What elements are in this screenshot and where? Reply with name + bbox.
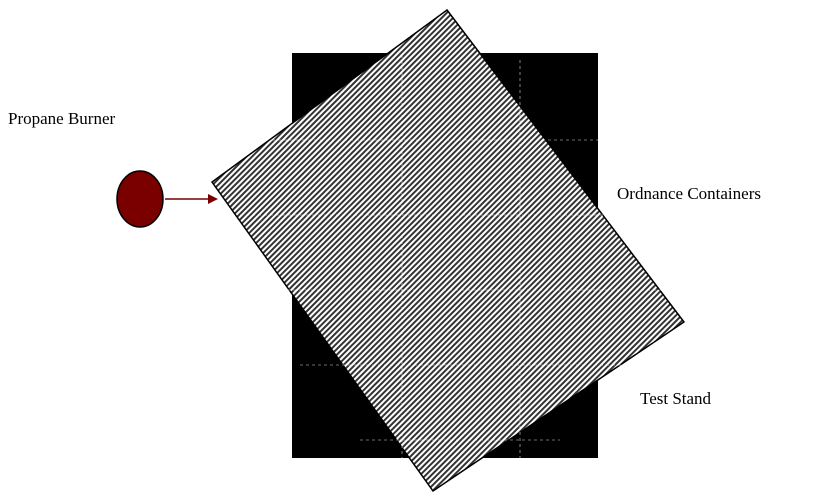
propane-burner-label: Propane Burner bbox=[8, 109, 116, 128]
ordnance-containers bbox=[210, 8, 686, 493]
test-stand-label: Test Stand bbox=[640, 389, 712, 408]
ordnance-containers-label: Ordnance Containers bbox=[617, 184, 761, 203]
propane-burner bbox=[116, 170, 164, 228]
container-grid bbox=[240, 55, 672, 475]
